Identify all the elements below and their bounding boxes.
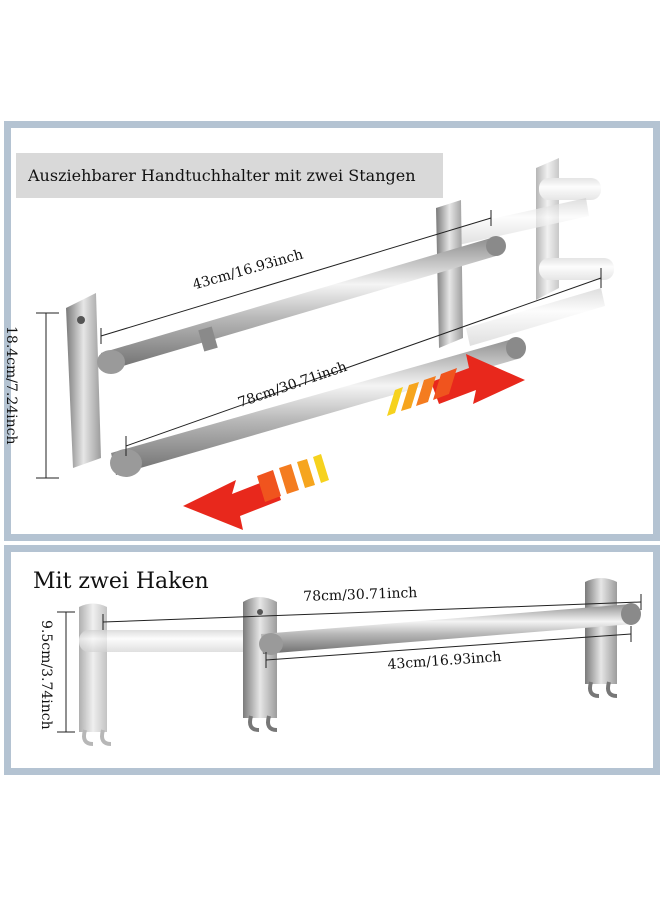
lower-bar bbox=[110, 337, 526, 477]
double-bar-rack-illustration bbox=[36, 158, 614, 530]
middle-bracket-hooks bbox=[243, 597, 278, 732]
left-bracket bbox=[79, 603, 112, 746]
arrow-right-icon bbox=[387, 354, 525, 416]
upper-bar bbox=[97, 236, 506, 374]
middle-bracket bbox=[436, 200, 463, 348]
top-title: Ausziehbarer Handtuchhalter mit zwei Sta… bbox=[16, 153, 443, 198]
top-product-panel: Ausziehbarer Handtuchhalter mit zwei Sta… bbox=[3, 121, 660, 541]
main-bar bbox=[259, 603, 641, 655]
right-bracket-hooks bbox=[585, 578, 618, 698]
left-front-bracket bbox=[66, 293, 110, 468]
bottom-title: Mit zwei Haken bbox=[33, 569, 209, 594]
right-back-bracket bbox=[536, 158, 614, 300]
arrow-left-icon bbox=[183, 454, 329, 530]
hook-height-label: 9.5cm/3.74inch bbox=[38, 620, 54, 730]
hook-rack-illustration bbox=[57, 578, 642, 746]
height-label: 18.4cm/7.24inch bbox=[3, 326, 19, 445]
bottom-product-panel: Mit zwei Haken 78cm/30.71inch 43cm/16.93… bbox=[4, 545, 660, 775]
